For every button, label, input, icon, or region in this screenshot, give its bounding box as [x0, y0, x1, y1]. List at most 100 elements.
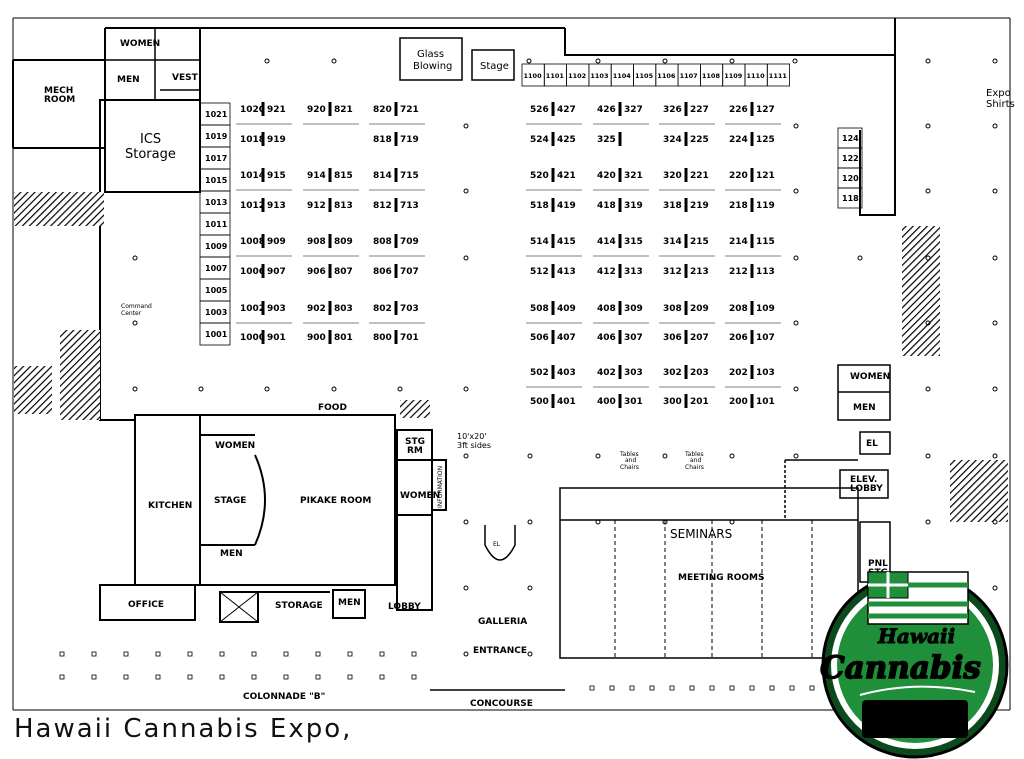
booth-427[interactable]: 427 — [557, 105, 576, 115]
booth-920[interactable]: 920 — [307, 105, 326, 115]
booth-221[interactable]: 221 — [690, 171, 709, 181]
booth-401[interactable]: 401 — [557, 397, 576, 407]
booth-821[interactable]: 821 — [334, 105, 353, 115]
booth-115[interactable]: 115 — [756, 237, 775, 247]
booth-412[interactable]: 412 — [597, 267, 616, 277]
booth-1020[interactable]: 1020 — [240, 105, 265, 115]
booth-212[interactable]: 212 — [729, 267, 748, 277]
booth-201[interactable]: 201 — [690, 397, 709, 407]
booth-902[interactable]: 902 — [307, 304, 326, 314]
booth-227[interactable]: 227 — [690, 105, 709, 115]
booth-508[interactable]: 508 — [530, 304, 549, 314]
booth-202[interactable]: 202 — [729, 368, 748, 378]
booth-906[interactable]: 906 — [307, 267, 326, 277]
booth-414[interactable]: 414 — [597, 237, 616, 247]
booth-300[interactable]: 300 — [663, 397, 682, 407]
booth-418[interactable]: 418 — [597, 201, 616, 211]
booth-220[interactable]: 220 — [729, 171, 748, 181]
booth-324[interactable]: 324 — [663, 135, 682, 145]
booth-524[interactable]: 524 — [530, 135, 549, 145]
booth-419[interactable]: 419 — [557, 201, 576, 211]
booth-1014[interactable]: 1014 — [240, 171, 265, 181]
booth-215[interactable]: 215 — [690, 237, 709, 247]
booth-315[interactable]: 315 — [624, 237, 643, 247]
booth-506[interactable]: 506 — [530, 333, 549, 343]
booth-520[interactable]: 520 — [530, 171, 549, 181]
booth-919[interactable]: 919 — [267, 135, 286, 145]
booth-415[interactable]: 415 — [557, 237, 576, 247]
booth-308[interactable]: 308 — [663, 304, 682, 314]
booth-512[interactable]: 512 — [530, 267, 549, 277]
booth-908[interactable]: 908 — [307, 237, 326, 247]
booth-808[interactable]: 808 — [373, 237, 392, 247]
booth-314[interactable]: 314 — [663, 237, 682, 247]
booth-319[interactable]: 319 — [624, 201, 643, 211]
booth-715[interactable]: 715 — [400, 171, 419, 181]
booth-301[interactable]: 301 — [624, 397, 643, 407]
booth-226[interactable]: 226 — [729, 105, 748, 115]
booth-103[interactable]: 103 — [756, 368, 775, 378]
booth-812[interactable]: 812 — [373, 201, 392, 211]
booth-125[interactable]: 125 — [756, 135, 775, 145]
booth-225[interactable]: 225 — [690, 135, 709, 145]
booth-1111[interactable] — [766, 63, 790, 87]
booth-207[interactable]: 207 — [690, 333, 709, 343]
booth-101[interactable]: 101 — [756, 397, 775, 407]
booth-209[interactable]: 209 — [690, 304, 709, 314]
booth-313[interactable]: 313 — [624, 267, 643, 277]
booth-809[interactable]: 809 — [334, 237, 353, 247]
booth-900[interactable]: 900 — [307, 333, 326, 343]
booth-219[interactable]: 219 — [690, 201, 709, 211]
booth-914[interactable]: 914 — [307, 171, 326, 181]
booth-500[interactable]: 500 — [530, 397, 549, 407]
booth-818[interactable]: 818 — [373, 135, 392, 145]
booth-121[interactable]: 121 — [756, 171, 775, 181]
booth-803[interactable]: 803 — [334, 304, 353, 314]
booth-425[interactable]: 425 — [557, 135, 576, 145]
booth-526[interactable]: 526 — [530, 105, 549, 115]
booth-802[interactable]: 802 — [373, 304, 392, 314]
booth-913[interactable]: 913 — [267, 201, 286, 211]
booth-318[interactable]: 318 — [663, 201, 682, 211]
booth-327[interactable]: 327 — [624, 105, 643, 115]
booth-1001[interactable] — [199, 322, 231, 346]
booth-820[interactable]: 820 — [373, 105, 392, 115]
booth-302[interactable]: 302 — [663, 368, 682, 378]
booth-407[interactable]: 407 — [557, 333, 576, 343]
booth-307[interactable]: 307 — [624, 333, 643, 343]
booth-321[interactable]: 321 — [624, 171, 643, 181]
booth-1012[interactable]: 1012 — [240, 201, 265, 211]
booth-303[interactable]: 303 — [624, 368, 643, 378]
booth-400[interactable]: 400 — [597, 397, 616, 407]
booth-203[interactable]: 203 — [690, 368, 709, 378]
booth-815[interactable]: 815 — [334, 171, 353, 181]
booth-901[interactable]: 901 — [267, 333, 286, 343]
booth-214[interactable]: 214 — [729, 237, 748, 247]
booth-426[interactable]: 426 — [597, 105, 616, 115]
booth-921[interactable]: 921 — [267, 105, 286, 115]
booth-413[interactable]: 413 — [557, 267, 576, 277]
booth-1002[interactable]: 1002 — [240, 304, 265, 314]
booth-903[interactable]: 903 — [267, 304, 286, 314]
booth-1000[interactable]: 1000 — [240, 333, 265, 343]
booth-420[interactable]: 420 — [597, 171, 616, 181]
booth-806[interactable]: 806 — [373, 267, 392, 277]
booth-1008[interactable]: 1008 — [240, 237, 265, 247]
booth-113[interactable]: 113 — [756, 267, 775, 277]
booth-127[interactable]: 127 — [756, 105, 775, 115]
booth-206[interactable]: 206 — [729, 333, 748, 343]
booth-119[interactable]: 119 — [756, 201, 775, 211]
booth-707[interactable]: 707 — [400, 267, 419, 277]
booth-801[interactable]: 801 — [334, 333, 353, 343]
booth-208[interactable]: 208 — [729, 304, 748, 314]
booth-421[interactable]: 421 — [557, 171, 576, 181]
booth-912[interactable]: 912 — [307, 201, 326, 211]
booth-502[interactable]: 502 — [530, 368, 549, 378]
booth-1018[interactable]: 1018 — [240, 135, 265, 145]
booth-713[interactable]: 713 — [400, 201, 419, 211]
booth-200[interactable]: 200 — [729, 397, 748, 407]
booth-721[interactable]: 721 — [400, 105, 419, 115]
booth-306[interactable]: 306 — [663, 333, 682, 343]
booth-814[interactable]: 814 — [373, 171, 392, 181]
booth-907[interactable]: 907 — [267, 267, 286, 277]
